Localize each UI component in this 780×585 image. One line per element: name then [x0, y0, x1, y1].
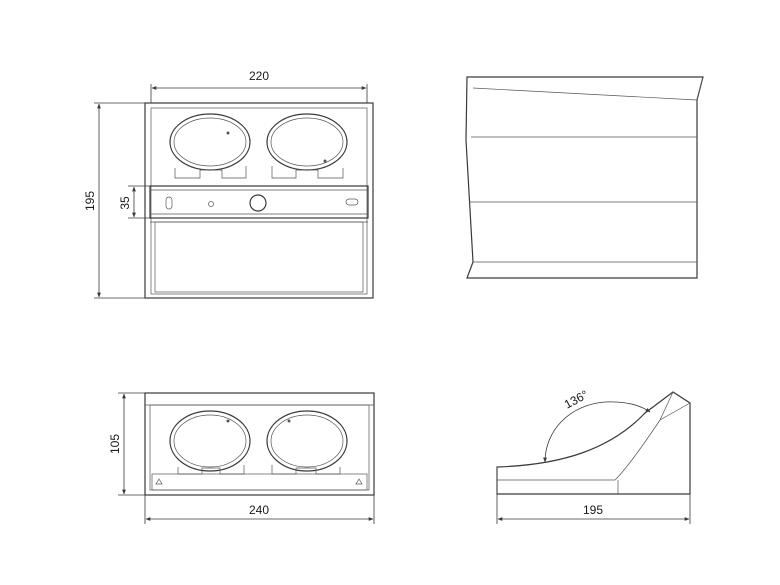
dim-bottom-width: 240: [249, 503, 269, 517]
back-view-outline: [465, 76, 704, 279]
cup-holder-right: [266, 113, 348, 179]
slot-right: [345, 198, 359, 206]
screw-hole: [208, 201, 214, 207]
top-view-outline: [144, 392, 375, 496]
dim-top-width: 220: [249, 69, 269, 83]
top-view: 105 240: [108, 392, 375, 524]
front-view-outline: [144, 102, 374, 299]
center-hole: [249, 194, 267, 212]
slot-left: [165, 196, 173, 210]
cup-holder-top-left: [169, 410, 251, 475]
dim-angle: 136°: [562, 387, 591, 411]
side-view-outline: [496, 391, 691, 495]
front-view: 220 195 35: [83, 69, 374, 299]
dim-side-width: 195: [583, 503, 603, 517]
front-view-inner: [150, 107, 368, 295]
cup-holder-top-right: [266, 410, 348, 475]
dim-depth: 105: [108, 434, 122, 454]
side-view: 136° 195: [496, 387, 691, 524]
angle-arc: [543, 401, 651, 463]
cup-holder-left: [169, 113, 251, 179]
back-view: [465, 76, 704, 279]
mounting-bar: [149, 185, 369, 219]
dim-bar-height: 35: [118, 196, 132, 210]
dim-total-height: 195: [83, 191, 97, 211]
